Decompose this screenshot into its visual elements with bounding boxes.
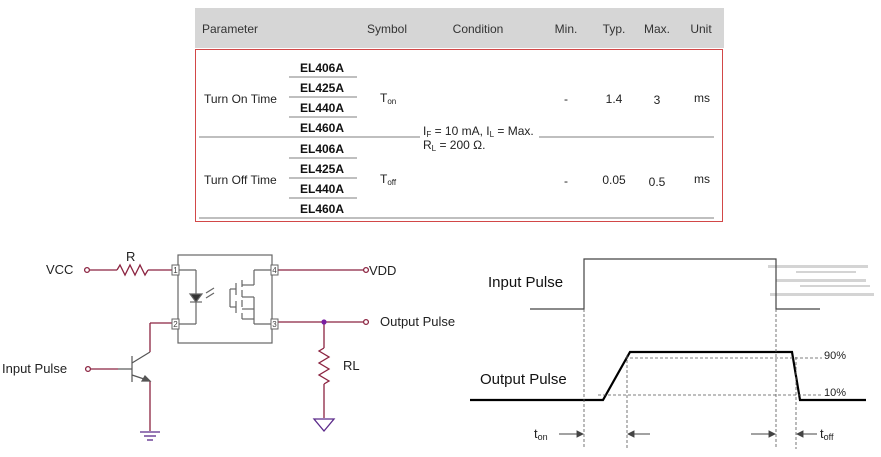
vdd-terminal xyxy=(362,266,370,274)
row-turn-on-model-2: EL425A xyxy=(299,81,345,95)
output-terminal xyxy=(362,318,370,326)
timing-input-pulse-label: Input Pulse xyxy=(488,274,563,291)
header-min: Min. xyxy=(554,22,578,36)
resistor-r-label: R xyxy=(126,249,135,264)
timing-arrows xyxy=(559,430,817,438)
row-turn-off-model-3: EL440A xyxy=(299,182,345,196)
vcc-label: VCC xyxy=(46,262,73,277)
resistor-rl-label: RL xyxy=(343,358,360,373)
row-turn-off-model-1: EL406A xyxy=(299,142,345,156)
row-turn-on-typ: 1.4 xyxy=(605,92,623,106)
row-turn-off-min: - xyxy=(564,174,568,188)
row-turn-on-unit: ms xyxy=(694,91,710,105)
output-pulse-wave xyxy=(470,350,866,402)
toff-label: toff xyxy=(820,426,834,442)
input-pulse-label: Input Pulse xyxy=(2,361,67,376)
npn-transistor xyxy=(118,351,152,382)
header-max: Max. xyxy=(643,22,671,36)
ton-label: ton xyxy=(534,426,548,442)
input-pulse-wave xyxy=(530,258,820,310)
vcc-terminal xyxy=(83,266,91,274)
output-node-dot xyxy=(321,319,327,325)
input-terminal xyxy=(84,365,92,373)
timing-guide-lines xyxy=(583,309,822,449)
table-header-row xyxy=(195,8,724,48)
output-pulse-label: Output Pulse xyxy=(380,314,455,329)
row-turn-on-max: 3 xyxy=(653,93,661,107)
switching-timing-diagram: Input Pulse Output Pulse 90% 10% ton tof… xyxy=(470,258,874,449)
test-circuit-diagram: 1 2 3 4 VCC R VDD Output Pulse RL Input … xyxy=(2,249,455,441)
row-turn-on-model-3: EL440A xyxy=(299,101,345,115)
row-turn-off-max: 0.5 xyxy=(648,175,666,189)
row-turn-off-unit: ms xyxy=(694,172,710,186)
pin-3-label: 3 xyxy=(272,320,277,329)
input-pulse-background-texture xyxy=(768,265,874,296)
row-turn-off-symbol: Toff xyxy=(380,172,397,187)
pin-2-label: 2 xyxy=(173,320,178,329)
pin-1-label: 1 xyxy=(173,266,178,275)
table-grid-lines xyxy=(199,76,714,219)
row-turn-off-model-4: EL460A xyxy=(299,202,345,216)
header-condition: Condition xyxy=(452,22,504,36)
level-90-label: 90% xyxy=(824,350,846,362)
resistor-rl xyxy=(317,347,331,385)
header-parameter: Parameter xyxy=(202,22,259,36)
table-body-frame xyxy=(195,49,723,222)
header-symbol: Symbol xyxy=(366,22,408,36)
header-unit: Unit xyxy=(690,22,712,36)
row-turn-off-model-2: EL425A xyxy=(299,162,345,176)
pin-4-label: 4 xyxy=(272,266,277,275)
vdd-label: VDD xyxy=(369,263,396,278)
row-turn-off-parameter: Turn Off Time xyxy=(204,173,277,187)
row-turn-on-symbol: Ton xyxy=(380,91,397,106)
timing-output-pulse-label: Output Pulse xyxy=(480,371,567,388)
condition-line-1: IF = 10 mA, IL = Max. xyxy=(423,124,534,139)
ground-symbol-rl xyxy=(312,418,336,433)
row-turn-off-typ: 0.05 xyxy=(602,173,626,187)
level-10-label: 10% xyxy=(824,387,846,399)
condition-line-2: RL = 200 Ω. xyxy=(423,138,486,153)
row-turn-on-min: - xyxy=(564,92,568,106)
row-turn-on-model-1: EL406A xyxy=(299,61,345,75)
resistor-r xyxy=(116,263,149,277)
optocoupler-ic xyxy=(171,254,279,344)
row-turn-on-parameter: Turn On Time xyxy=(204,92,277,106)
ground-symbol-transistor xyxy=(140,431,160,441)
row-turn-on-model-4: EL460A xyxy=(299,121,345,135)
header-typ: Typ. xyxy=(602,22,626,36)
